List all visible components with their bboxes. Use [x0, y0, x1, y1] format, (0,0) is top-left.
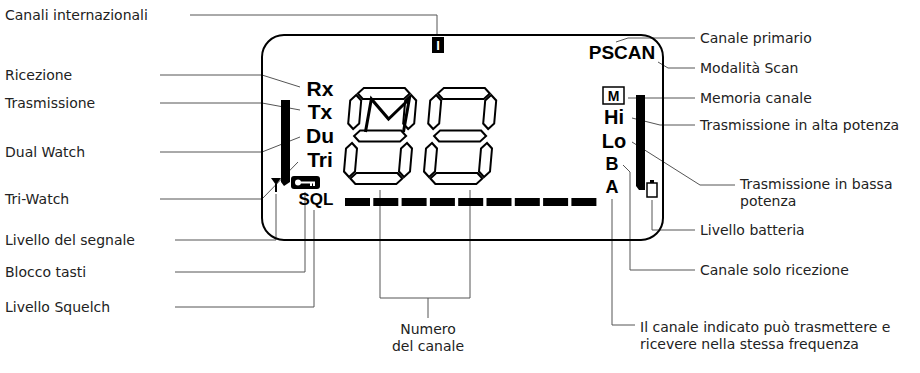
- lcd-indicator: M: [608, 89, 620, 103]
- digit-segment: [424, 143, 438, 177]
- leader-line: [160, 103, 300, 110]
- leader-line: [160, 137, 300, 152]
- digit-segment: [344, 143, 358, 177]
- leader-line: [623, 165, 695, 270]
- digit-segment: [357, 88, 410, 99]
- memory-icon-box: [603, 87, 624, 104]
- lcd-indicator: Du: [306, 125, 334, 146]
- lcd-indicator: A: [606, 178, 619, 196]
- leader-lines: [160, 15, 735, 325]
- digit-segment: [437, 88, 490, 99]
- lcd-indicator: Tx: [308, 101, 333, 122]
- callout-label: Dual Watch: [5, 144, 85, 161]
- squelch-segment: [458, 198, 483, 206]
- lcd-indicator: SQL: [299, 191, 334, 208]
- signal-bar-right: [636, 95, 645, 190]
- digit-segment: [430, 173, 483, 184]
- callout-label: Livello Squelch: [5, 299, 110, 316]
- callout-label: Livello del segnale: [5, 232, 135, 249]
- digit-segment: [428, 95, 442, 129]
- battery-symbol: [647, 180, 657, 197]
- lcd-indicator: B: [606, 155, 619, 173]
- squelch-segment: [345, 198, 370, 206]
- key-blade: [300, 183, 315, 187]
- signal-bar-left: [281, 100, 290, 186]
- digit-segment: [350, 173, 403, 184]
- leader-line: [632, 142, 735, 185]
- battery-cap: [650, 180, 654, 183]
- squelch-segment: [373, 198, 398, 206]
- digit-segment: [348, 95, 362, 129]
- lcd-indicator: I: [436, 39, 440, 52]
- key-lock-symbol: [291, 176, 320, 189]
- callout-label: Canale solo ricezione: [700, 262, 849, 279]
- leader-line: [190, 15, 437, 36]
- digit-segment: [354, 131, 407, 142]
- antenna-mast: [275, 184, 277, 192]
- channel-digits: [343, 88, 497, 184]
- callout-label: Trasmissione in bassa potenza: [740, 176, 905, 210]
- squelch-bar: [345, 198, 596, 206]
- digit-segment: [399, 143, 413, 177]
- leader-line: [175, 194, 276, 240]
- lcd-indicator: Rx: [307, 78, 334, 99]
- callout-label: Tri-Watch: [5, 191, 69, 208]
- callout-label: Il canale indicato può trasmettere e ric…: [640, 319, 912, 353]
- squelch-segment: [402, 198, 427, 206]
- callout-label: Blocco tasti: [5, 264, 86, 281]
- leader-line: [175, 192, 305, 272]
- memory-segment-m: [365, 99, 409, 132]
- leader-line: [612, 199, 635, 325]
- callout-label: Modalità Scan: [700, 60, 798, 77]
- lcd-indicator: Hi: [604, 107, 624, 127]
- leader-bracket: [380, 190, 470, 318]
- antenna-head: [271, 178, 281, 185]
- leader-line: [175, 210, 314, 307]
- international-icon: [432, 37, 444, 53]
- leader-line: [160, 162, 298, 199]
- callout-label: Numero del canale: [389, 321, 467, 355]
- callout-label: Canale primario: [700, 30, 812, 47]
- digit-segment: [483, 95, 497, 129]
- squelch-segment: [571, 198, 596, 206]
- leader-line: [652, 200, 695, 230]
- callout-label: Canali internazionali: [5, 7, 148, 24]
- digit-segment: [434, 131, 487, 142]
- squelch-segment: [515, 198, 540, 206]
- digit-segment: [479, 143, 493, 177]
- battery-body: [647, 183, 657, 197]
- squelch-segment: [487, 198, 512, 206]
- callout-label: Memoria canale: [700, 90, 812, 107]
- callout-label: Trasmissione: [5, 95, 95, 112]
- antenna-symbol: [271, 178, 281, 192]
- squelch-segment: [430, 198, 455, 206]
- callout-label: Trasmissione in alta potenza: [700, 117, 899, 134]
- key-lock-box: [291, 176, 320, 189]
- lcd-indicator: Tri: [307, 149, 333, 170]
- leader-line: [160, 75, 300, 87]
- lcd-outline: [262, 35, 663, 240]
- lcd-indicator: Lo: [602, 131, 626, 151]
- squelch-segment: [543, 198, 568, 206]
- callout-label: Livello batteria: [700, 222, 805, 239]
- lcd-indicator: PSCAN: [589, 43, 656, 62]
- callout-label: Ricezione: [5, 67, 72, 84]
